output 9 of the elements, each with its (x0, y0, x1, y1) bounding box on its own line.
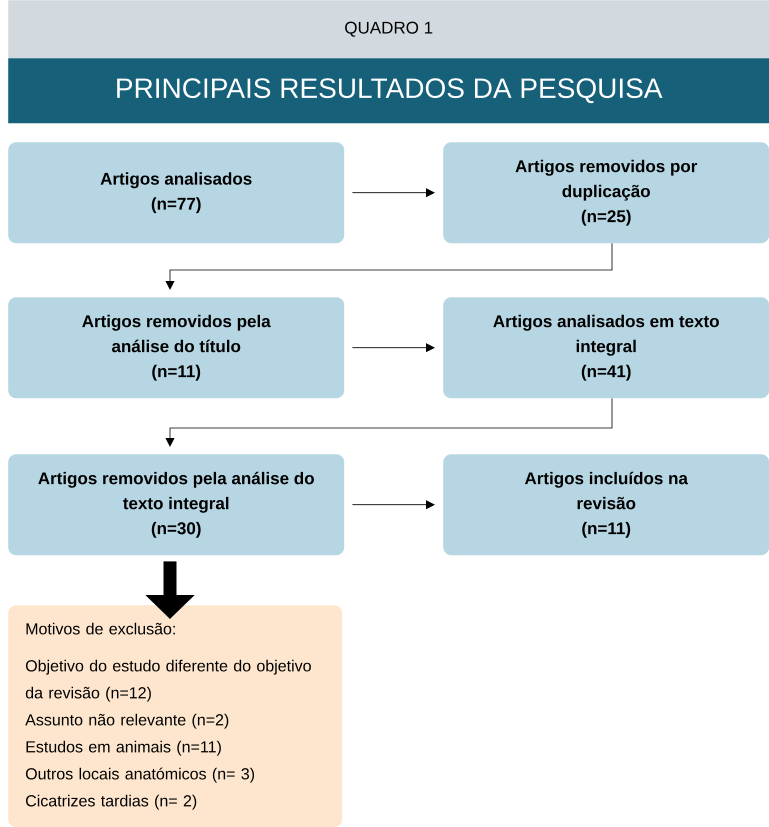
note-box: Motivos de exclusão: Objetivo do estudo diferente do objetivo da revisão (n=12) Assunto não relevante (n=2) Estudos em animais (n=11) Outros locais anatómicos (n= 3) Cicatrizes tardias (n= 2) (8, 605, 342, 827)
title-band: PRINCIPAIS RESULTADOS DA PESQUISA (8, 58, 769, 124)
process-box: Artigos incluídos na revisão (n=11) (443, 454, 769, 556)
process-box: Artigos analisados (n=77) (8, 142, 344, 244)
header-band: QUADRO 1 (8, 0, 769, 58)
process-box: Artigos removidos por duplicação (n=25) (443, 142, 769, 244)
process-box: Artigos removidos pela análise do texto integral (n=30) (8, 454, 344, 556)
process-box: Artigos removidos pela análise do título (n=11) (8, 297, 344, 398)
process-box: Artigos analisados em texto integral (n=41) (443, 297, 769, 398)
